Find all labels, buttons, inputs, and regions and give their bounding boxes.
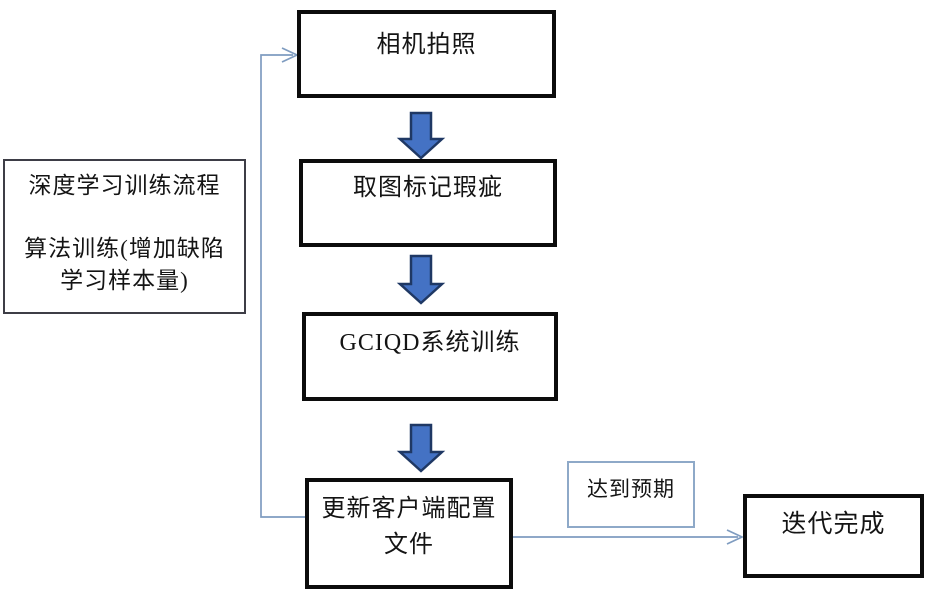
feedback-connector — [260, 54, 305, 518]
done-arrowhead-icon — [726, 529, 745, 545]
edge-label-expectation: 达到预期 — [567, 461, 695, 528]
node-update-config-label: 更新客户端配置 文件 — [321, 496, 497, 558]
edge-label-expectation-text: 达到预期 — [587, 477, 675, 501]
node-mark-defects: 取图标记瑕疵 — [299, 159, 557, 247]
node-camera: 相机拍照 — [297, 10, 556, 98]
node-iteration-done-label: 迭代完成 — [781, 511, 886, 538]
node-update-config: 更新客户端配置 文件 — [305, 478, 513, 589]
node-gciqd-training-label: GCIQD系统训练 — [339, 330, 521, 356]
down-arrow-3-icon — [396, 423, 446, 473]
process-note-box: 深度学习训练流程 算法训练(增加缺陷 学习样本量) — [3, 159, 246, 314]
node-iteration-done: 迭代完成 — [743, 494, 924, 578]
node-gciqd-training: GCIQD系统训练 — [302, 312, 558, 401]
process-note-label: 深度学习训练流程 算法训练(增加缺陷 学习样本量) — [24, 173, 225, 294]
node-mark-defects-label: 取图标记瑕疵 — [353, 175, 503, 201]
node-camera-label: 相机拍照 — [376, 32, 477, 58]
down-arrow-2-icon — [396, 254, 446, 305]
down-arrow-1-icon — [396, 111, 446, 160]
